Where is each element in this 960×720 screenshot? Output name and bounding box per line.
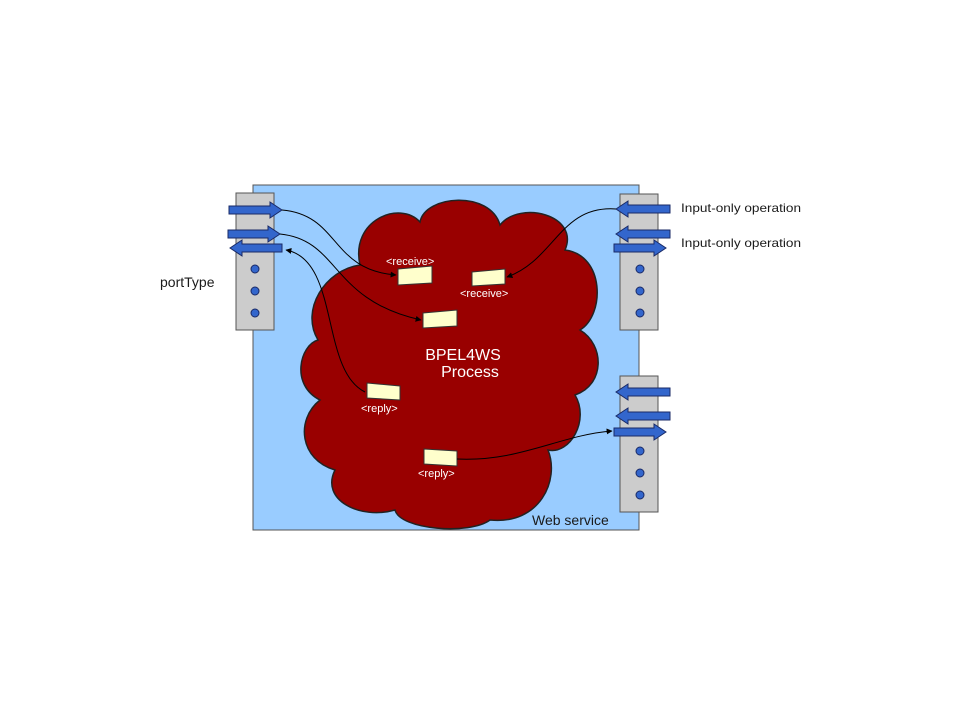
activity-box-reply-1 — [366, 382, 401, 401]
activity-box-receive-1 — [397, 265, 433, 286]
left-port-type — [235, 192, 275, 331]
activity-boxes — [366, 265, 506, 467]
operation-label-1: Input-only operation — [681, 201, 801, 215]
connector-line — [285, 248, 366, 393]
connector-line — [279, 233, 422, 322]
activity-label-receive-2: <receive> — [460, 288, 508, 300]
arrow-right-icon — [228, 201, 283, 219]
arrow-left-icon — [615, 200, 671, 218]
right-top-port-type — [619, 193, 659, 331]
porttype-label: portType — [160, 274, 215, 290]
activity-label-reply-1: <reply> — [361, 403, 398, 415]
arrow-left-icon — [615, 225, 671, 243]
left-port-arrows — [227, 201, 283, 257]
process-title-line2: Process — [441, 364, 499, 381]
connector-line — [456, 428, 613, 460]
connector-line — [506, 208, 617, 279]
port-dot — [635, 490, 645, 500]
port-dot — [250, 264, 260, 274]
activity-box-middle — [422, 309, 458, 329]
port-dot — [635, 446, 645, 456]
port-dot — [250, 308, 260, 318]
arrow-left-icon — [615, 407, 671, 425]
port-dot — [635, 468, 645, 478]
port-dot — [250, 286, 260, 296]
connector-line — [281, 209, 397, 278]
arrow-left-icon — [229, 239, 283, 257]
port-dot — [635, 264, 645, 274]
web-service-label: Web service — [532, 512, 609, 528]
arrow-right-icon — [613, 423, 667, 441]
activity-label-receive-1: <receive> — [386, 256, 434, 268]
right-bottom-port-arrows — [613, 383, 671, 441]
process-title-line1: BPEL4WS — [425, 347, 501, 364]
operation-label-2: Input-only operation — [681, 236, 801, 250]
process-cloud — [300, 199, 599, 530]
arrow-right-icon — [227, 225, 281, 243]
port-dot — [635, 308, 645, 318]
arrow-left-icon — [615, 383, 671, 401]
activity-box-receive-2 — [471, 268, 506, 287]
port-dot — [635, 286, 645, 296]
right-top-port-arrows — [613, 200, 671, 257]
connectors — [279, 208, 617, 460]
activity-box-reply-2 — [423, 448, 458, 467]
activity-label-reply-2: <reply> — [418, 468, 455, 480]
arrow-right-icon — [613, 239, 667, 257]
